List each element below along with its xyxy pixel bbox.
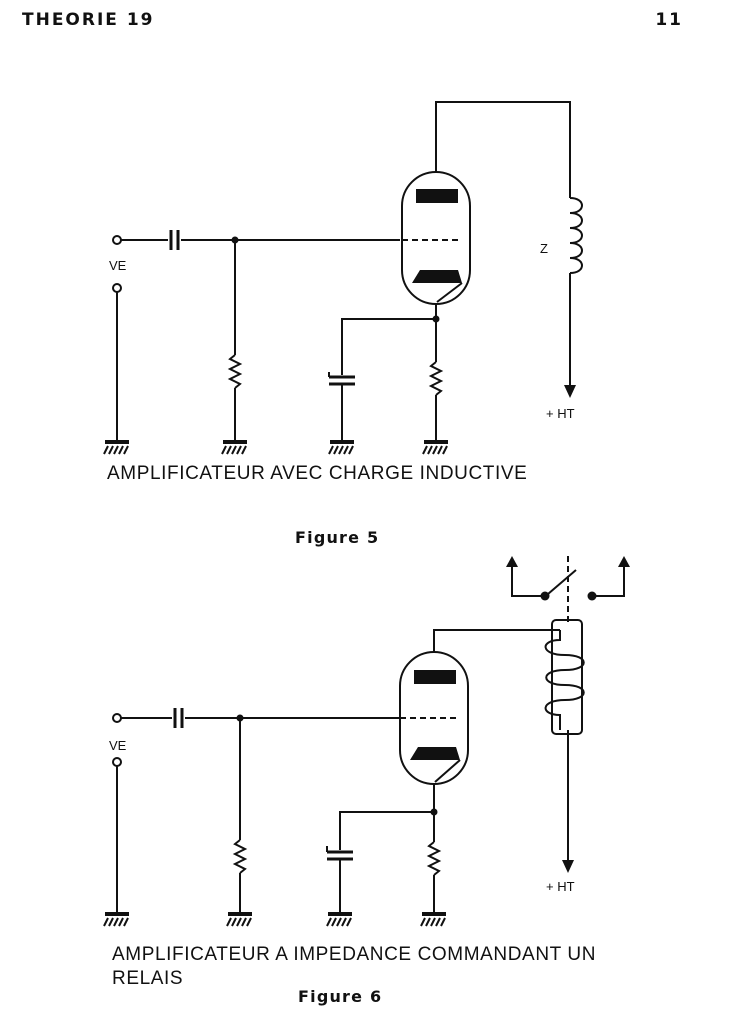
figure-6-caption-line2: RELAIS: [112, 968, 184, 989]
supply-label: + HT: [546, 879, 575, 894]
tube-cathode: [412, 270, 462, 283]
relay-arrow-right: [618, 556, 630, 567]
tube-cathode: [410, 747, 460, 760]
relay-coil: [544, 630, 585, 730]
relay: [506, 556, 630, 735]
vacuum-tube: [401, 171, 471, 305]
tube-anode: [414, 670, 456, 684]
relay-core: [551, 619, 583, 735]
input-terminal-bottom: [112, 757, 122, 767]
relay-switch-blade: [547, 569, 577, 595]
tube-anode: [416, 189, 458, 203]
figure-6-caption-line1: AMPLIFICATEUR A IMPEDANCE COMMANDANT UN: [112, 944, 597, 965]
grid-resistor: [227, 354, 243, 389]
input-terminal-top: [112, 713, 122, 723]
page-header-title: THEORIE 19: [22, 10, 155, 30]
bypass-cap-wire: [341, 318, 436, 375]
ground-symbol: [103, 440, 129, 455]
ground-symbol: [420, 912, 446, 927]
coupling-capacitor: [169, 230, 180, 250]
plate-wire: [435, 101, 571, 198]
input-terminals: VE: [109, 713, 127, 767]
input-terminals: VE: [109, 235, 127, 293]
input-label: VE: [109, 258, 127, 273]
vacuum-tube: [399, 651, 469, 785]
figure-5-caption: AMPLIFICATEUR AVEC CHARGE INDUCTIVE: [107, 463, 528, 484]
bypass-cap-wire: [339, 811, 434, 850]
relay-arrow-left: [506, 556, 518, 567]
inductor-z: Z: [540, 197, 583, 274]
cathode-resistor: [426, 841, 442, 876]
ht-arrow: [564, 385, 576, 398]
ground-symbol: [326, 912, 352, 927]
plate-wire: [433, 629, 560, 652]
figure-6-schematic: VE + HT: [103, 556, 630, 927]
ground-symbol: [328, 440, 354, 455]
input-terminal-bottom: [112, 283, 122, 293]
figure-5-label: Figure 5: [295, 528, 380, 547]
grid-resistor: [232, 839, 248, 874]
figure-6-label: Figure 6: [298, 987, 383, 1006]
input-label: VE: [109, 738, 127, 753]
relay-contact-left: [511, 565, 545, 597]
supply-label: + HT: [546, 406, 575, 421]
ground-symbol: [226, 912, 252, 927]
ground-symbol: [422, 440, 448, 455]
relay-contact-right: [592, 565, 625, 597]
ground-symbol: [221, 440, 247, 455]
coupling-capacitor: [173, 708, 184, 728]
ground-symbol: [103, 912, 129, 927]
page-number: 11: [655, 10, 683, 30]
input-terminal-top: [112, 235, 122, 245]
load-label: Z: [540, 241, 548, 256]
ht-arrow: [562, 860, 574, 873]
figure-5-schematic: VE Z + HT: [103, 101, 583, 455]
cathode-resistor: [428, 361, 444, 396]
